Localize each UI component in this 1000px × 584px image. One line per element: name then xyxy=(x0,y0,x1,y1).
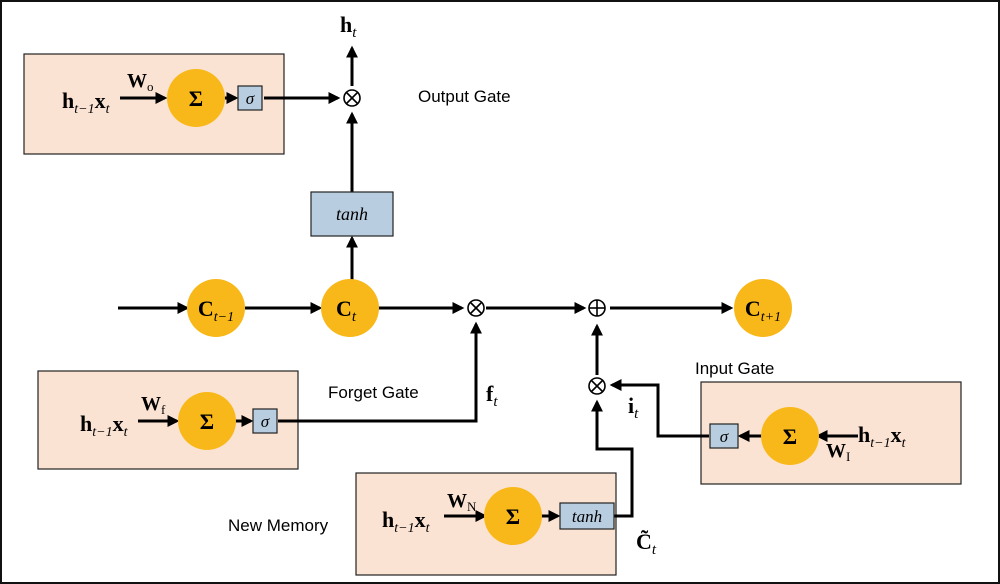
add-icon xyxy=(588,299,606,317)
forget-sigma-label: σ xyxy=(261,412,270,431)
ht-label: ht xyxy=(340,12,357,41)
new-memory-label: New Memory xyxy=(228,516,329,535)
forget-sum-node xyxy=(178,392,236,450)
wire-newmem-mult xyxy=(591,399,634,518)
forget-sigma-box xyxy=(252,408,278,434)
input-sigma-box xyxy=(709,423,739,449)
input-sum-node xyxy=(761,407,819,465)
new-memory-tanh-box xyxy=(559,502,615,530)
new-memory-tanh-label: tanh xyxy=(572,507,602,526)
cell-current-node xyxy=(321,279,379,337)
input-gate-weight-label: WI xyxy=(826,440,850,464)
input-multiply-icon xyxy=(588,377,606,395)
new-memory-sum-icon: Σ xyxy=(506,504,520,529)
cell-prev-node xyxy=(187,279,245,337)
wire-input-mult xyxy=(609,379,709,438)
output-sigma-label: σ xyxy=(246,89,255,108)
output-gate-weight-label: Wo xyxy=(127,70,154,94)
cell-current-label: Ct xyxy=(336,296,357,325)
output-tanh-label: tanh xyxy=(336,204,368,224)
output-multiply-icon xyxy=(343,89,361,107)
ctilde-label: C̃t xyxy=(636,529,657,558)
forget-gate-input-label: ht−1xt xyxy=(80,411,129,440)
output-gate-label: Output Gate xyxy=(418,87,511,106)
input-gate-input-label: ht−1xt xyxy=(858,422,907,451)
output-sum-icon: Σ xyxy=(189,86,203,111)
output-sum-node xyxy=(167,69,225,127)
input-sum-icon: Σ xyxy=(783,424,797,449)
input-sigma-label: σ xyxy=(720,427,729,446)
it-label: it xyxy=(628,393,639,422)
forget-gate-weight-label: Wf xyxy=(141,393,166,417)
new-memory-sum-node xyxy=(484,487,542,545)
input-gate-label: Input Gate xyxy=(695,359,774,378)
new-memory-input-label: ht−1xt xyxy=(382,507,431,536)
forget-multiply-icon xyxy=(467,299,485,317)
cell-prev-label: Ct−1 xyxy=(198,296,234,325)
output-tanh-box xyxy=(310,191,394,237)
wire-forget-mult xyxy=(278,321,482,423)
cell-next-label: Ct+1 xyxy=(745,296,781,325)
cell-next-node xyxy=(734,279,792,337)
ft-label: ft xyxy=(486,381,498,410)
input-gate-box xyxy=(700,381,962,485)
new-memory-weight-label: WN xyxy=(447,490,477,514)
forget-sum-icon: Σ xyxy=(200,409,214,434)
forget-gate-label: Forget Gate xyxy=(328,383,419,402)
output-sigma-box xyxy=(237,85,263,111)
output-gate-input-label: ht−1xt xyxy=(62,88,111,117)
